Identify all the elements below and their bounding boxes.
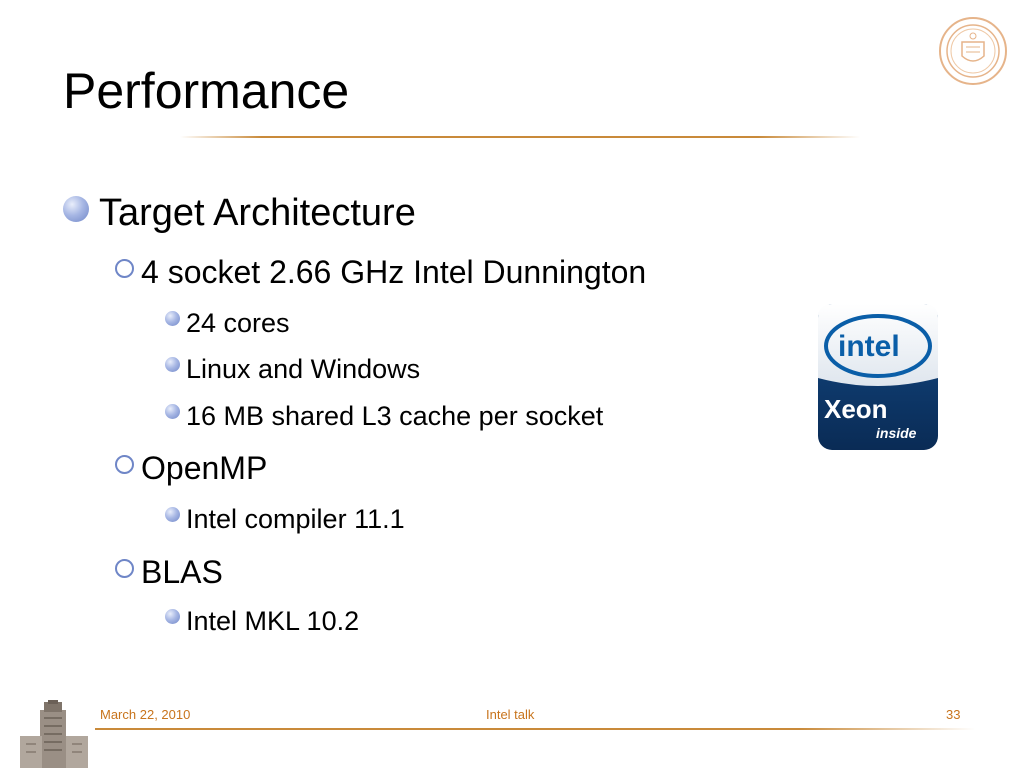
intel-xeon-logo: intel Xeon inside bbox=[818, 304, 938, 450]
logo-tagline-text: inside bbox=[876, 425, 917, 441]
bullet-ring-icon bbox=[115, 259, 134, 278]
footer-date: March 22, 2010 bbox=[100, 707, 191, 722]
bullet-item: Target Architecture bbox=[63, 194, 416, 232]
logo-product-text: Xeon bbox=[824, 394, 888, 424]
bullet-dot-icon bbox=[165, 311, 180, 326]
footer-title: Intel talk bbox=[486, 707, 535, 722]
bullet-dot-icon bbox=[165, 507, 180, 522]
bullet-item: Intel MKL 10.2 bbox=[165, 608, 359, 635]
bullet-item: 4 socket 2.66 GHz Intel Dunnington bbox=[115, 256, 646, 288]
title-divider bbox=[180, 136, 860, 138]
bullet-dot-icon bbox=[165, 357, 180, 372]
tower-icon bbox=[0, 700, 95, 768]
university-seal-icon bbox=[939, 17, 1007, 85]
slide-title: Performance bbox=[63, 63, 350, 119]
bullet-item: 24 cores bbox=[165, 310, 290, 337]
page-number: 33 bbox=[946, 707, 961, 722]
bullet-ring-icon bbox=[115, 455, 134, 474]
logo-brand-text: intel bbox=[838, 330, 900, 363]
bullet-dot-icon bbox=[165, 609, 180, 624]
bullet-item: OpenMP bbox=[115, 452, 267, 484]
bullet-item: Linux and Windows bbox=[165, 356, 420, 383]
bullet-item: Intel compiler 11.1 bbox=[165, 506, 405, 533]
footer-divider bbox=[95, 728, 975, 730]
bullet-item: 16 MB shared L3 cache per socket bbox=[165, 403, 603, 430]
bullet-dot-icon bbox=[165, 404, 180, 419]
bullet-item: BLAS bbox=[115, 556, 223, 588]
bullet-ring-icon bbox=[115, 559, 134, 578]
bullet-dot-icon bbox=[63, 196, 89, 222]
